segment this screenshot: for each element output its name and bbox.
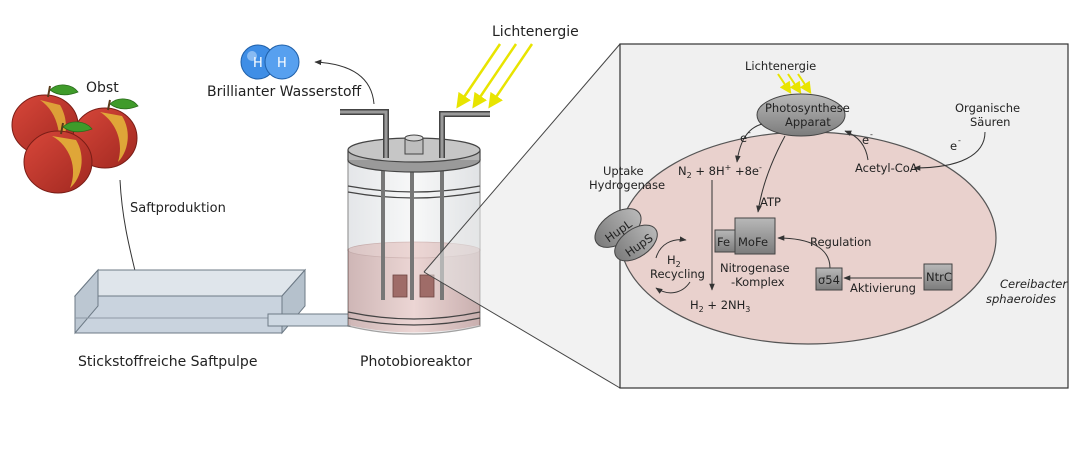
nitro-label-2: -Komplex xyxy=(731,275,785,289)
zoom-wedge xyxy=(423,43,621,389)
e-n2-minus: - xyxy=(748,128,751,137)
arrow-saftproduktion xyxy=(119,179,140,284)
organism-label-1: Cereibacter xyxy=(1000,277,1068,291)
acetyl-label: Acetyl-CoA xyxy=(855,161,918,175)
wasserstoff-label: Brillianter Wasserstoff xyxy=(207,84,362,100)
n2-equation: N2 + 8H+ +8e- xyxy=(678,163,762,180)
connecting-pipe xyxy=(267,313,351,327)
h-atom-right: H xyxy=(277,56,287,71)
arrow-photo-to-atp xyxy=(756,135,786,213)
organische-label-1: Organische xyxy=(955,101,1020,115)
hydrogenase xyxy=(594,208,658,262)
uptake-label-1: Uptake xyxy=(603,164,644,178)
regulation-label: Regulation xyxy=(810,235,871,249)
aktivierung-label: Aktivierung xyxy=(850,281,916,295)
photo-label-1: Photosynthese xyxy=(765,101,850,115)
ntrc-box xyxy=(923,263,953,291)
ntrc-label: NtrC xyxy=(926,270,952,284)
licht-cell-label: Lichtenergie xyxy=(745,59,816,73)
recycling-label: Recycling xyxy=(650,267,705,281)
cell-panel xyxy=(619,43,1069,389)
mofe-protein xyxy=(734,217,776,255)
products-equation: H2 + 2NH3 xyxy=(690,298,750,314)
e-acetyl: e xyxy=(862,133,869,147)
e-organic: e xyxy=(950,139,957,153)
arrow-organic-to-acetyl xyxy=(913,131,986,171)
h-atom-left: H xyxy=(253,56,263,71)
fe-label: Fe xyxy=(717,235,730,249)
arrow-photo-to-n2 xyxy=(735,123,763,163)
apples-illustration xyxy=(11,84,139,194)
arrow-recycling-out xyxy=(655,281,691,294)
photo-label-2: Apparat xyxy=(785,115,831,129)
pulp-tray xyxy=(73,268,307,335)
organism-label-2: sphaeroides xyxy=(986,292,1056,306)
arrow-hydrogen-out xyxy=(314,59,375,105)
photosynthesis-apparatus xyxy=(756,93,846,137)
e-n2: e xyxy=(740,131,747,145)
h2-molecule xyxy=(240,44,300,80)
photobioreactor xyxy=(340,109,490,335)
arrow-acetyl-to-photo xyxy=(844,130,869,161)
obst-label: Obst xyxy=(86,80,119,96)
apple-front xyxy=(23,121,93,194)
nitro-label-1: Nitrogenase xyxy=(720,261,790,275)
e-organic-minus: - xyxy=(958,136,961,145)
light-rays-main xyxy=(456,43,534,109)
reaktor-label: Photobioreaktor xyxy=(360,354,472,370)
light-rays-cell xyxy=(777,73,812,94)
arrow-regulation xyxy=(777,235,831,269)
licht-main-label: Lichtenergie xyxy=(492,24,579,40)
cell-membrane xyxy=(619,131,997,345)
uptake-label-2: Hydrogenase xyxy=(589,178,665,192)
organische-label-2: Säuren xyxy=(970,115,1010,129)
saftproduktion-label: Saftproduktion xyxy=(130,201,226,216)
arrow-recycling-in xyxy=(655,236,687,259)
pulpe-label: Stickstoffreiche Saftpulpe xyxy=(78,354,257,370)
sigma-label: σ54 xyxy=(818,273,840,287)
atp-label: ATP xyxy=(760,195,781,209)
mofe-label: MoFe xyxy=(738,235,768,249)
nitrogenase-complex xyxy=(714,217,776,255)
sigma54-box xyxy=(815,267,843,291)
e-acetyl-minus: - xyxy=(870,130,873,139)
h2-recycling: H2 xyxy=(667,253,681,269)
